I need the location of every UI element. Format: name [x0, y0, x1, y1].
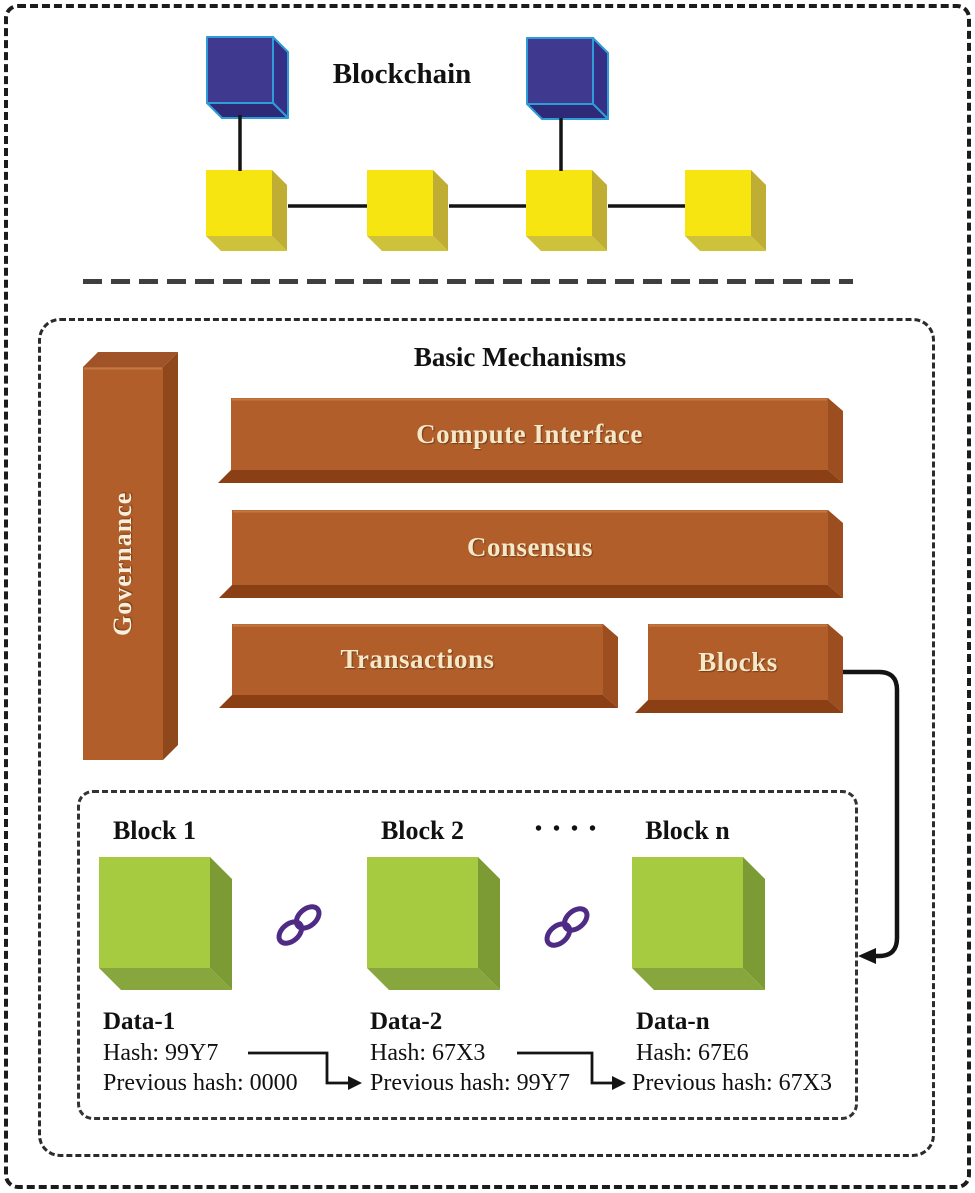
- yellow-cube-4: [685, 170, 766, 251]
- yellow-cube-1: [206, 170, 287, 251]
- yellow-cube-2: [367, 170, 448, 251]
- blue-cube-2: [526, 37, 609, 120]
- block-1-title: Block 1: [112, 816, 197, 845]
- yellow-cube-3: [526, 170, 607, 251]
- block-2-data-label: Data-2: [370, 1008, 443, 1035]
- block-2-hash: Hash: 67X3: [370, 1040, 486, 1066]
- block-1-hash: Hash: 99Y7: [103, 1040, 219, 1066]
- blue-cube-1: [206, 36, 289, 119]
- block-n-data-label: Data-n: [636, 1008, 710, 1035]
- chain-link-icon-2: [539, 903, 595, 951]
- outer-dashed-frame: [4, 4, 971, 1189]
- block-n-hash: Hash: 67E6: [636, 1040, 749, 1066]
- ellipsis-dots: • • • •: [534, 818, 599, 840]
- blockchain-section-title: Blockchain: [332, 58, 472, 90]
- green-cube-block-1: [99, 857, 232, 990]
- block-n-title: Block n: [645, 816, 730, 845]
- block-n-previous-hash: Previous hash: 67X3: [632, 1070, 832, 1096]
- section-divider-line: [83, 279, 853, 284]
- chain-link-icon-1: [271, 901, 327, 949]
- green-cube-block-2: [367, 857, 500, 990]
- green-cube-block-n: [632, 857, 765, 990]
- block-1-data-label: Data-1: [103, 1008, 176, 1035]
- basic-mechanisms-title: Basic Mechanisms: [413, 342, 627, 372]
- basic-mechanisms-box: [38, 318, 935, 1157]
- block-1-previous-hash: Previous hash: 0000: [103, 1070, 298, 1096]
- block-2-title: Block 2: [380, 816, 465, 845]
- block-2-previous-hash: Previous hash: 99Y7: [370, 1070, 570, 1096]
